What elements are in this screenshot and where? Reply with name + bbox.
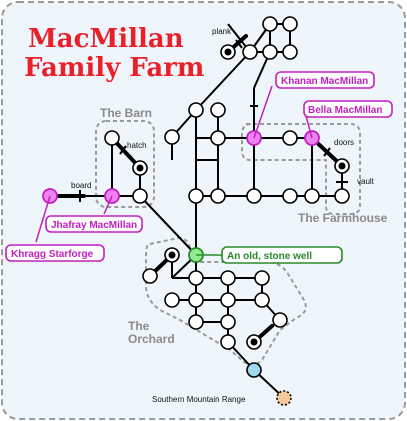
farmhouse-area bbox=[241, 123, 361, 215]
mountain-exit-node[interactable] bbox=[276, 390, 292, 406]
barn-area bbox=[95, 120, 155, 208]
orchard-label-line2: Orchard bbox=[128, 332, 175, 346]
callout-well: An old, stone well bbox=[221, 246, 343, 264]
plank-label: plank bbox=[212, 27, 232, 36]
board-label: board bbox=[71, 181, 91, 190]
callout-khragg-text: Khragg Starforge bbox=[11, 249, 94, 260]
path-nodes bbox=[104, 16, 350, 350]
callout-khanan: Khanan MacMillan bbox=[275, 71, 375, 89]
doors-label: doors bbox=[334, 138, 354, 147]
orchard-label-line1: The bbox=[128, 319, 150, 333]
map-title-line1: MacMillan bbox=[28, 24, 184, 54]
callout-khanan-text: Khanan MacMillan bbox=[281, 76, 368, 87]
callout-jhafray: Jhafray MacMillan bbox=[45, 215, 143, 233]
callout-bella: Bella MacMillan bbox=[303, 100, 393, 118]
callout-jhafray-text: Jhafray MacMillan bbox=[51, 220, 137, 231]
map-title-line2: Family Farm bbox=[24, 53, 204, 83]
dead-end-nodes bbox=[132, 44, 350, 350]
callout-khragg: Khragg Starforge bbox=[5, 244, 105, 262]
callout-bella-text: Bella MacMillan bbox=[308, 105, 382, 116]
callout-well-text: An old, stone well bbox=[227, 251, 312, 262]
south-path-node[interactable] bbox=[246, 362, 262, 378]
barn-label: The Barn bbox=[100, 106, 152, 120]
southern-range-label: Southern Mountain Range bbox=[152, 395, 246, 404]
farmhouse-label: The Farmhouse bbox=[298, 211, 388, 225]
vault-label: vault bbox=[357, 177, 375, 186]
callout-leaders bbox=[35, 85, 313, 256]
lock-ticks bbox=[79, 39, 348, 202]
hatch-label: hatch bbox=[127, 141, 147, 150]
